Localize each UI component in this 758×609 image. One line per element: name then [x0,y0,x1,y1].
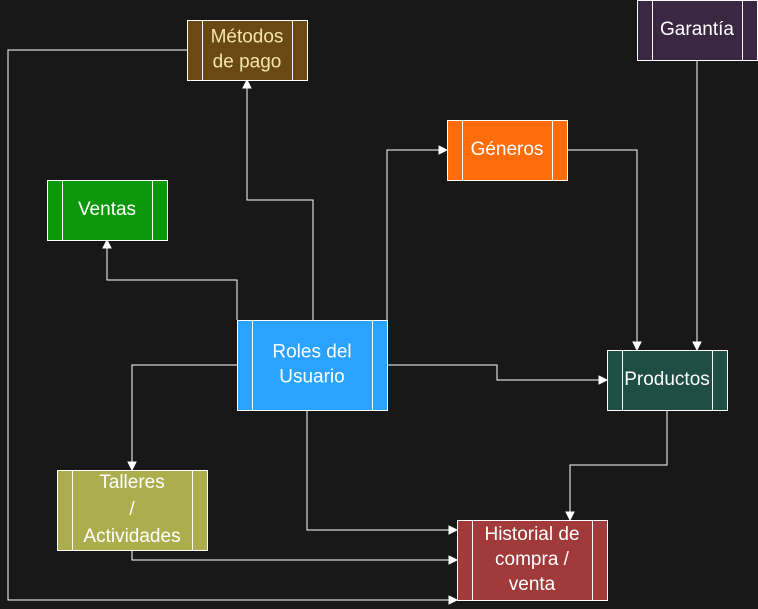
arrowhead [692,341,702,352]
arrowhead [448,595,459,605]
arrowhead [598,375,609,385]
node-label: Talleres [99,472,164,493]
edges [7,49,702,605]
node-box [607,350,728,411]
edge-roles-talleres [131,364,237,462]
arrowhead [448,555,459,565]
edge-roles-ventas [106,248,238,320]
edge-roles-historial [306,410,449,531]
node-label: Garantía [660,19,734,40]
node-historial[interactable]: Historial de compra / venta [457,520,608,601]
edge-roles-generos [386,149,439,320]
node-productos[interactable]: Productos [607,350,728,411]
node-label: / [129,499,135,520]
arrowhead [102,238,112,249]
node-label: Ventas [78,199,136,220]
node-label: Roles del [272,342,351,363]
node-box [637,0,758,61]
edge-metodos-historial [7,49,449,601]
node-label: de pago [213,52,282,73]
node-ventas[interactable]: Ventas [47,180,168,241]
node-label: Usuario [279,367,344,388]
node-talleres-actividades[interactable]: Talleres / Actividades [57,470,208,551]
edge-productos-historial [569,410,668,512]
node-label: venta [509,574,556,595]
node-box [457,520,608,601]
node-box [187,20,308,81]
node-box [237,320,388,411]
node-garantia[interactable]: Garantía [637,0,758,61]
arrowhead [448,525,459,535]
node-label: Productos [624,369,710,390]
arrowhead [438,145,449,155]
arrowhead [242,78,252,89]
edge-roles-metodos [246,88,314,320]
edge-generos-productos [567,149,638,342]
node-box [447,120,568,181]
arrowhead [632,341,642,352]
edge-roles-productos [387,364,599,381]
node-label: Métodos [211,27,284,48]
node-label: compra / [495,549,570,570]
node-label: Actividades [83,526,180,547]
node-label: Historial de [484,524,579,545]
arrowhead [565,511,575,522]
node-label: Géneros [471,139,544,160]
arrowhead [127,461,137,472]
node-generos[interactable]: Géneros [447,120,568,181]
edge-talleres-historial [131,550,449,561]
node-box [57,470,208,551]
node-metodos-de-pago[interactable]: Métodos de pago [187,20,308,81]
node-box [47,180,168,241]
